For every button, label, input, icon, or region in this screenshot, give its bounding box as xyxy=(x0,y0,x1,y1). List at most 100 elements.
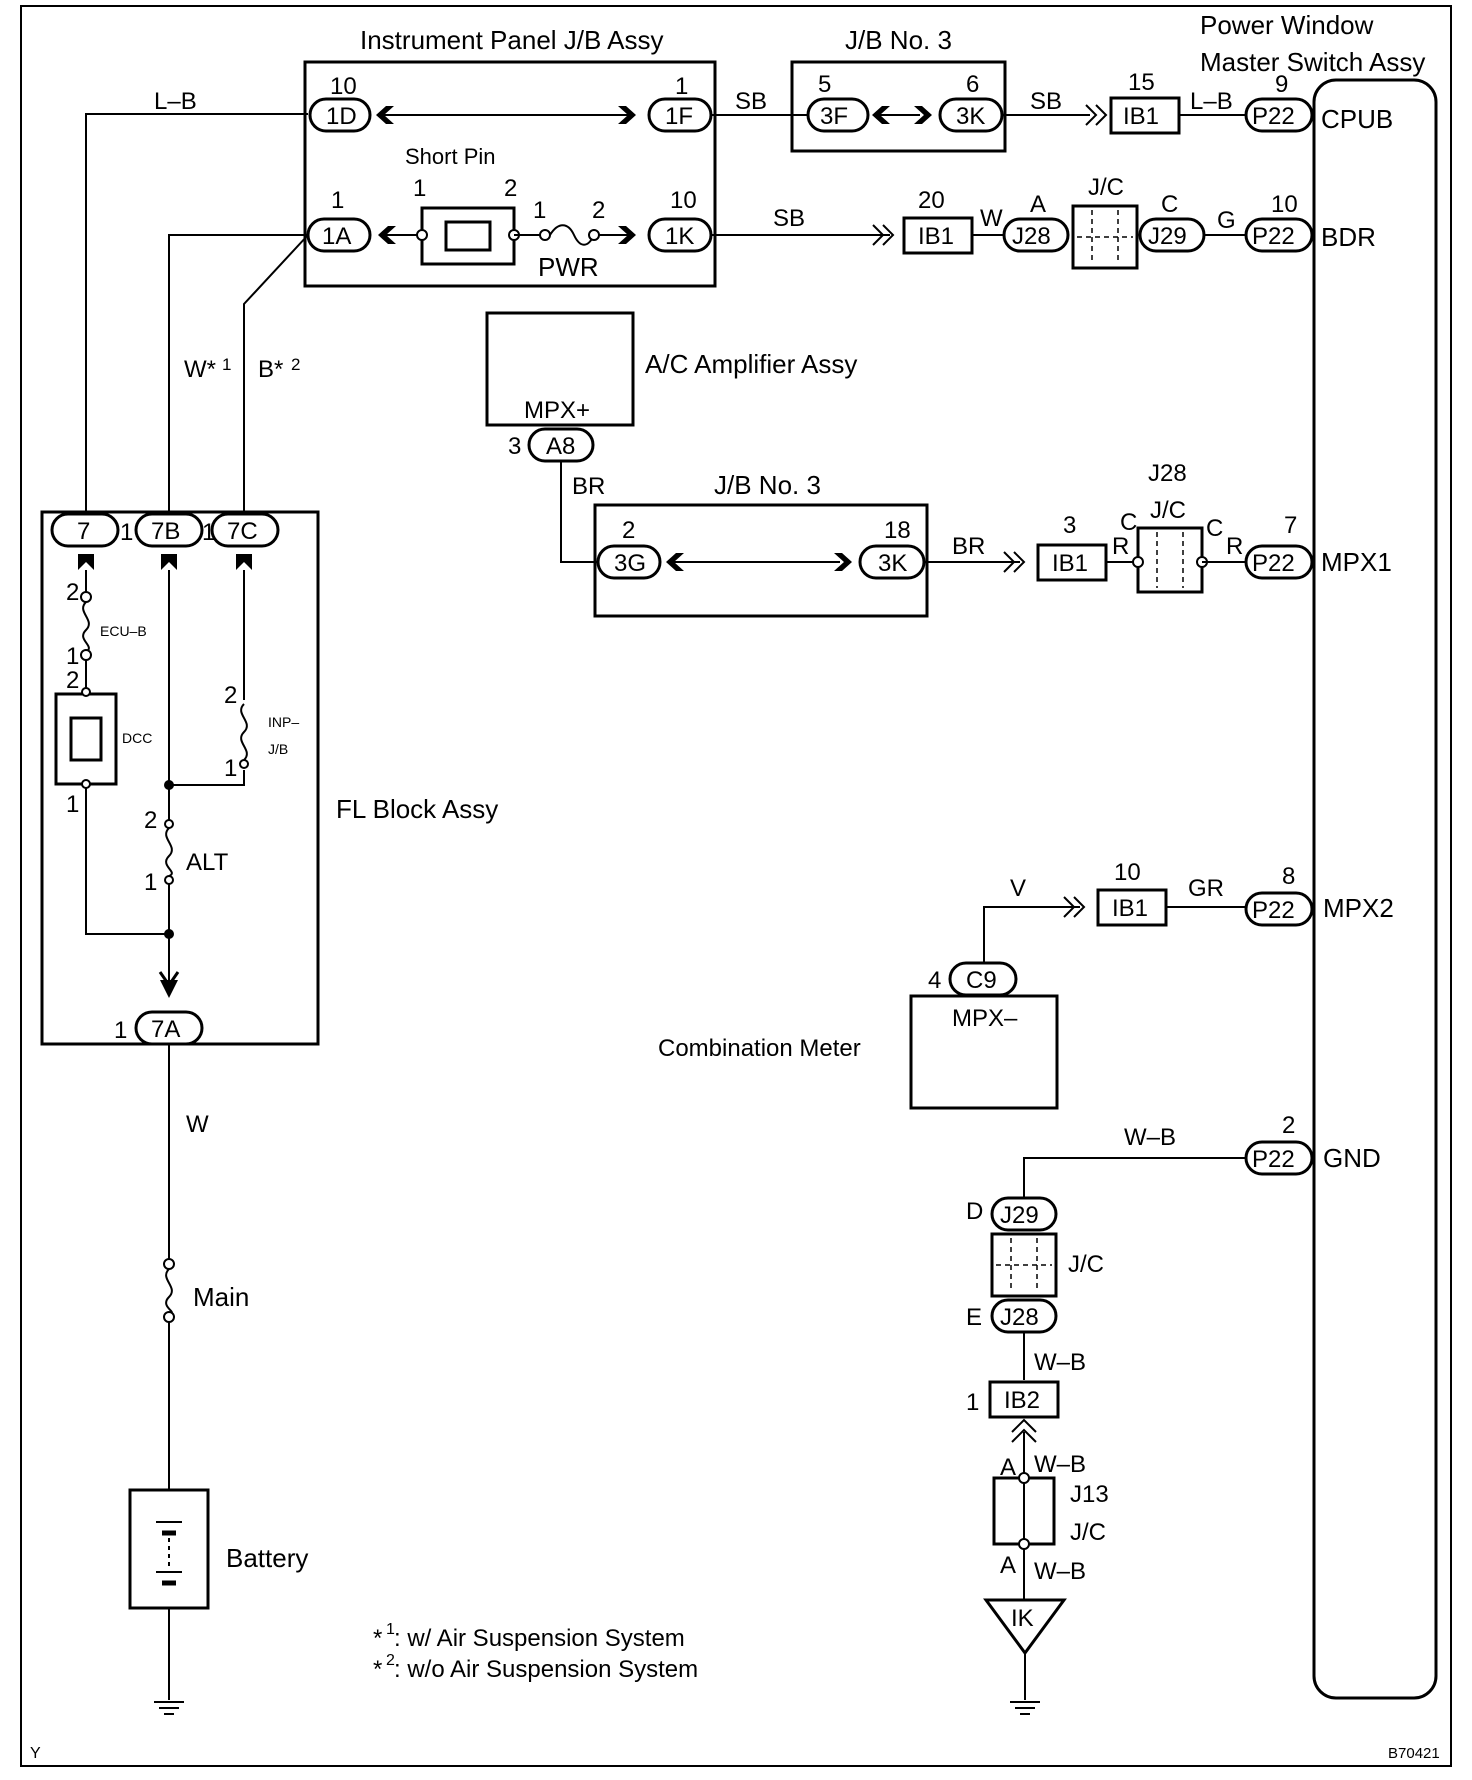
j13-pin-a2: A xyxy=(1000,1552,1016,1579)
wire-w-star1-sup: 1 xyxy=(222,355,231,374)
instrument-panel-jb-assy: Instrument Panel J/B Assy Short Pin PWR xyxy=(303,25,717,288)
pwr-label: PWR xyxy=(538,252,599,282)
conn-p22-cpub: P22 xyxy=(1252,103,1295,130)
inp-label-2: J/B xyxy=(268,741,288,757)
wire-w-star1-label: W* xyxy=(184,356,216,383)
jb-no3-top-title: J/B No. 3 xyxy=(845,25,952,55)
num-2-pwr: 2 xyxy=(592,197,605,224)
mpx2-circuit: MPX– Combination Meter 4 C9 V 10 IB1 GR … xyxy=(658,859,1314,1110)
wire-br-1: BR xyxy=(572,473,605,500)
note1-text: : w/ Air Suspension System xyxy=(394,1625,685,1652)
conn-7c: 7C xyxy=(227,518,258,545)
pin-cpub: CPUB xyxy=(1321,104,1393,134)
jb-no3-top: J/B No. 3 xyxy=(790,25,1007,153)
conn-a8: A8 xyxy=(546,433,575,460)
ik-label: IK xyxy=(1011,1605,1034,1632)
inp-label-1: INP– xyxy=(268,714,299,730)
diagram-frame xyxy=(20,5,1452,1767)
wire-wb-4: W–B xyxy=(1034,1558,1086,1585)
conn-ib1-b: IB1 xyxy=(918,223,954,250)
conn-ib1-c: IB1 xyxy=(1052,550,1088,577)
ip-jb-title: Instrument Panel J/B Assy xyxy=(360,25,663,55)
conn-7a: 7A xyxy=(151,1016,180,1043)
num-1-1f: 1 xyxy=(675,73,688,100)
conn-1f: 1F xyxy=(665,103,693,130)
jb-no3-mid-title: J/B No. 3 xyxy=(714,470,821,500)
wire-wb-2: W–B xyxy=(1034,1349,1086,1376)
conn-j29-bdr: J29 xyxy=(1148,223,1187,250)
wire-w-main: W xyxy=(186,1111,209,1138)
wire-g: G xyxy=(1217,207,1236,234)
dcc-pin-1: 1 xyxy=(66,791,79,818)
num-10-p22: 10 xyxy=(1271,191,1298,218)
inp-pin-1: 1 xyxy=(224,755,237,782)
wire-w-star1 xyxy=(168,234,308,530)
wire-sb-1: SB xyxy=(735,88,767,115)
conn-p22-mpx1: P22 xyxy=(1252,550,1295,577)
conn-j29-gnd: J29 xyxy=(1000,1202,1039,1229)
num-1-ib2: 1 xyxy=(966,1389,979,1416)
ecub-pin-2: 2 xyxy=(66,579,79,606)
num-7-p22: 7 xyxy=(1284,512,1297,539)
j28-pin-e: E xyxy=(966,1304,982,1331)
dcc-pin-2: 2 xyxy=(66,667,79,694)
j28-pin-c1: C xyxy=(1120,509,1137,536)
num-1-7b: 1 xyxy=(120,519,133,546)
ecub-label: ECU–B xyxy=(100,623,147,639)
conn-3f: 3F xyxy=(820,103,848,130)
conn-1a: 1A xyxy=(322,223,351,250)
num-4-c9: 4 xyxy=(928,967,941,994)
wire-sb-2: SB xyxy=(1030,88,1062,115)
num-1-sp: 1 xyxy=(413,175,426,202)
mpx-plus-label: MPX+ xyxy=(524,397,590,424)
inp-pin-2: 2 xyxy=(224,682,237,709)
conn-3g: 3G xyxy=(614,550,646,577)
wire-w-1: W xyxy=(980,205,1003,232)
conn-p22-bdr: P22 xyxy=(1252,223,1295,250)
figure-code: B70421 xyxy=(1388,1745,1440,1762)
wire-lb-1: L–B xyxy=(154,88,197,115)
conn-j28-bdr: J28 xyxy=(1012,223,1051,250)
conn-ib2: IB2 xyxy=(1004,1387,1040,1414)
num-20: 20 xyxy=(918,187,945,214)
alt-pin-1: 1 xyxy=(144,869,157,896)
dcc-label: DCC xyxy=(122,730,152,746)
corner-y: Y xyxy=(30,1745,41,1762)
num-9: 9 xyxy=(1275,71,1288,98)
combination-meter-label: Combination Meter xyxy=(658,1035,861,1062)
jc-label-gnd: J/C xyxy=(1068,1251,1104,1278)
wire-r-1: R xyxy=(1112,533,1129,560)
note2-sup: 2 xyxy=(386,1652,395,1669)
pin-gnd: GND xyxy=(1323,1143,1381,1173)
ecub-pin-1: 1 xyxy=(66,643,79,670)
j29-pin-c: C xyxy=(1161,191,1178,218)
note1-sup: 1 xyxy=(386,1621,395,1638)
j28-pin-a: A xyxy=(1030,191,1046,218)
j13-label: J13 xyxy=(1070,1481,1109,1508)
ac-amplifier-assy: A/C Amplifier Assy MPX+ 3 A8 xyxy=(485,311,857,463)
num-2-sp: 2 xyxy=(504,175,517,202)
alt-label: ALT xyxy=(186,849,229,876)
pin-mpx2: MPX2 xyxy=(1323,893,1394,923)
num-15: 15 xyxy=(1128,69,1155,96)
note1-mark: * xyxy=(373,1625,382,1652)
conn-p22-mpx2: P22 xyxy=(1252,897,1295,924)
num-2-p22: 2 xyxy=(1282,1112,1295,1139)
wire-br-2: BR xyxy=(952,533,985,560)
jc-label-j13: J/C xyxy=(1070,1519,1106,1546)
conn-p22-gnd: P22 xyxy=(1252,1146,1295,1173)
gnd-circuit: 2 P22 W–B D J29 J/C E J28 W–B 1 IB2 A W–… xyxy=(966,1112,1314,1715)
conn-1k: 1K xyxy=(665,223,694,250)
conn-7b: 7B xyxy=(151,518,180,545)
j28-pin-c2: C xyxy=(1206,515,1223,542)
wire-wb-1: W–B xyxy=(1124,1124,1176,1151)
ac-amp-label: A/C Amplifier Assy xyxy=(645,349,857,379)
wire-v: V xyxy=(1010,875,1026,902)
pw-title-2: Master Switch Assy xyxy=(1200,47,1425,77)
pin-mpx1: MPX1 xyxy=(1321,547,1392,577)
pw-title-1: Power Window xyxy=(1200,10,1374,40)
footnotes: * 1 : w/ Air Suspension System * 2 : w/o… xyxy=(373,1621,698,1683)
alt-pin-2: 2 xyxy=(144,807,157,834)
pin-bdr: BDR xyxy=(1321,222,1376,252)
